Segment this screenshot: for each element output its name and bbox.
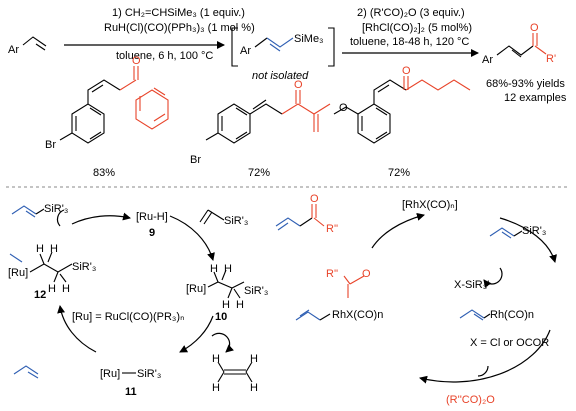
step2-line1: 2) (R'CO)₂O (3 equiv.) xyxy=(357,7,465,19)
example-2-substituent: Br xyxy=(190,154,201,166)
step1-conditions: 1) CH₂=CHSiMe₃ (1 equiv.) RuH(Cl)(CO)(PP… xyxy=(104,7,255,62)
rh-substrate-sir3: SiR'₃ xyxy=(522,225,546,237)
step1-line1: 1) CH₂=CHSiMe₃ (1 equiv.) xyxy=(112,7,245,19)
int10-h3: H xyxy=(222,299,230,311)
int12-h1: H xyxy=(36,243,44,255)
ruthenium-catalytic-cycle: SiR'₃ [Ru-H] 9 SiR'₃ [Ru] H H H H SiR'₃ … xyxy=(8,203,268,398)
ethylene-h4: H xyxy=(250,382,258,394)
acyl-r: R'' xyxy=(326,268,338,280)
rh-anhydride-arrow xyxy=(477,365,489,377)
ar-label: Ar xyxy=(8,44,19,56)
example-1-substituent: Br xyxy=(45,139,56,151)
intermediate-ar: Ar xyxy=(240,45,251,57)
int11-ru: [Ru] xyxy=(100,368,120,380)
ru-arrow-11-to-12 xyxy=(57,305,97,353)
step1-line2: RuH(Cl)(CO)(PPh₃)₃ (1 mol %) xyxy=(104,22,255,34)
vinylsilane-sir3: SiR'₃ xyxy=(224,215,248,227)
int11-sir3: SiR'₃ xyxy=(137,368,161,380)
phenyl-ring-1 xyxy=(135,89,169,130)
bracket-left xyxy=(231,27,238,67)
intermediate-10: [Ru] H H H H SiR'₃ 10 xyxy=(186,263,268,323)
rh-substrate-vinylsilane: SiR'₃ xyxy=(489,225,546,239)
example-3-yield: 72% xyxy=(388,167,410,179)
int10-sir3: SiR'₃ xyxy=(244,285,268,297)
ru-arrow-12-to-9 xyxy=(71,212,131,225)
aryl-ring-3 xyxy=(357,103,391,144)
example-2-dienone: Br O 72% xyxy=(190,79,331,179)
example-3-substituent: O xyxy=(339,102,348,114)
silyl-intermediate: Ar SiMe₃ not isolated xyxy=(231,27,335,82)
rh-arrow-vinylrh-to-acyl xyxy=(419,329,551,384)
incoming-vinylsilane: SiR'₃ xyxy=(199,209,248,227)
int10-h2: H xyxy=(224,263,232,275)
step2-line2: [RhCl(CO)₂]₂ (5 mol%) xyxy=(362,22,472,34)
intermediate-sime3: SiMe₃ xyxy=(294,33,324,45)
ru-arrow-9-to-10 xyxy=(169,215,215,261)
yields-line1: 68%-93% yields xyxy=(486,78,565,90)
ethylene-h3: H xyxy=(250,353,258,365)
example-1-oxygen: O xyxy=(132,55,141,67)
example-3-enone: O O 72% xyxy=(333,65,471,179)
acyl-oxygen: O xyxy=(362,268,371,280)
int10-h1: H xyxy=(210,263,218,275)
ru-release-arrow xyxy=(56,209,65,227)
int12-sir3: SiR'₃ xyxy=(72,261,96,273)
vinyl-rh-label: Rh(CO)n xyxy=(490,309,534,321)
x-definition: X = Cl or OCOR xyxy=(470,337,549,349)
rh-byproduct-arrow xyxy=(483,267,503,288)
compound-10-number: 10 xyxy=(215,311,227,323)
aryl-ring-2 xyxy=(217,103,251,144)
ru-arrow-10-to-11 xyxy=(179,315,214,353)
rh-arrow-catalyst-to-vinylrh xyxy=(499,217,557,263)
ru-hydride: [Ru-H] xyxy=(136,211,168,223)
rh-byproduct: X-SiR₃' xyxy=(454,279,489,291)
int12-h3: H xyxy=(48,283,56,295)
vinyl-rhodium: Rh(CO)n xyxy=(459,309,534,321)
anhydride-reagent: (R'CO)₂O xyxy=(370,7,417,19)
starting-styrene: Ar xyxy=(8,36,47,56)
example-2-oxygen: O xyxy=(294,79,303,91)
rhodium-catalytic-cycle: [RhX(CO)ₙ] O R'' SiR'₃ X-SiR₃' Rh(CO)n X… xyxy=(275,193,557,406)
example-2-yield: 72% xyxy=(248,167,270,179)
int12-h4: H xyxy=(62,283,70,295)
bracket-right xyxy=(328,27,335,67)
step2-conditions: 2) (R'CO)₂O (3 equiv.) [RhCl(CO)₂]₂ (5 m… xyxy=(350,7,472,48)
compound-11-number: 11 xyxy=(125,386,137,398)
enone-product: Ar O R' xyxy=(482,22,556,66)
product-r: R' xyxy=(546,53,556,65)
example-1-yield: 83% xyxy=(93,167,115,179)
ru-definition: [Ru] = RuCl(CO)(PR₃)ₙ xyxy=(72,311,184,323)
rh-product-oxygen: O xyxy=(310,193,319,205)
aryl-ring-1 xyxy=(71,103,105,144)
example-1-chalcone: Br O 83% xyxy=(45,55,169,179)
incoming-alkene xyxy=(13,365,39,379)
compound-12-number: 12 xyxy=(34,289,46,301)
acyl-rh-label: RhX(CO)n xyxy=(332,309,383,321)
rh-catalyst: [RhX(CO)ₙ] xyxy=(402,199,458,211)
step1-line3: toluene, 6 h, 100 °C xyxy=(116,50,213,62)
ru-product-sir3: SiR'₃ xyxy=(44,203,68,215)
int10-ru: [Ru] xyxy=(186,283,206,295)
int12-ru: [Ru] xyxy=(8,267,28,279)
product-oxygen: O xyxy=(530,22,539,34)
ethylene-h1: H xyxy=(212,353,220,365)
acyl-rhodium: R'' O RhX(CO)n xyxy=(295,268,383,321)
int10-h4: H xyxy=(236,299,244,311)
step2-line3: toluene, 18-48 h, 120 °C xyxy=(350,36,469,48)
rh-enone-product: O R'' xyxy=(275,193,338,235)
not-isolated-note: not isolated xyxy=(252,70,309,82)
int12-h2: H xyxy=(50,243,58,255)
rh-arrow-to-catalyst xyxy=(371,212,425,249)
product-ar: Ar xyxy=(482,54,493,66)
ru-product-vinylsilane: SiR'₃ xyxy=(11,203,68,218)
ethylene-h2: H xyxy=(212,382,220,394)
compound-9-number: 9 xyxy=(149,227,155,239)
intermediate-12: [Ru] H H H H SiR'₃ 12 xyxy=(8,243,96,301)
rh-anhydride: (R''CO)₂O xyxy=(446,394,495,406)
example-3-oxygen: O xyxy=(402,65,411,77)
ethylene-release: H H H H xyxy=(211,332,258,394)
yields-line2: 12 examples xyxy=(504,92,567,104)
rh-product-r: R'' xyxy=(326,223,338,235)
